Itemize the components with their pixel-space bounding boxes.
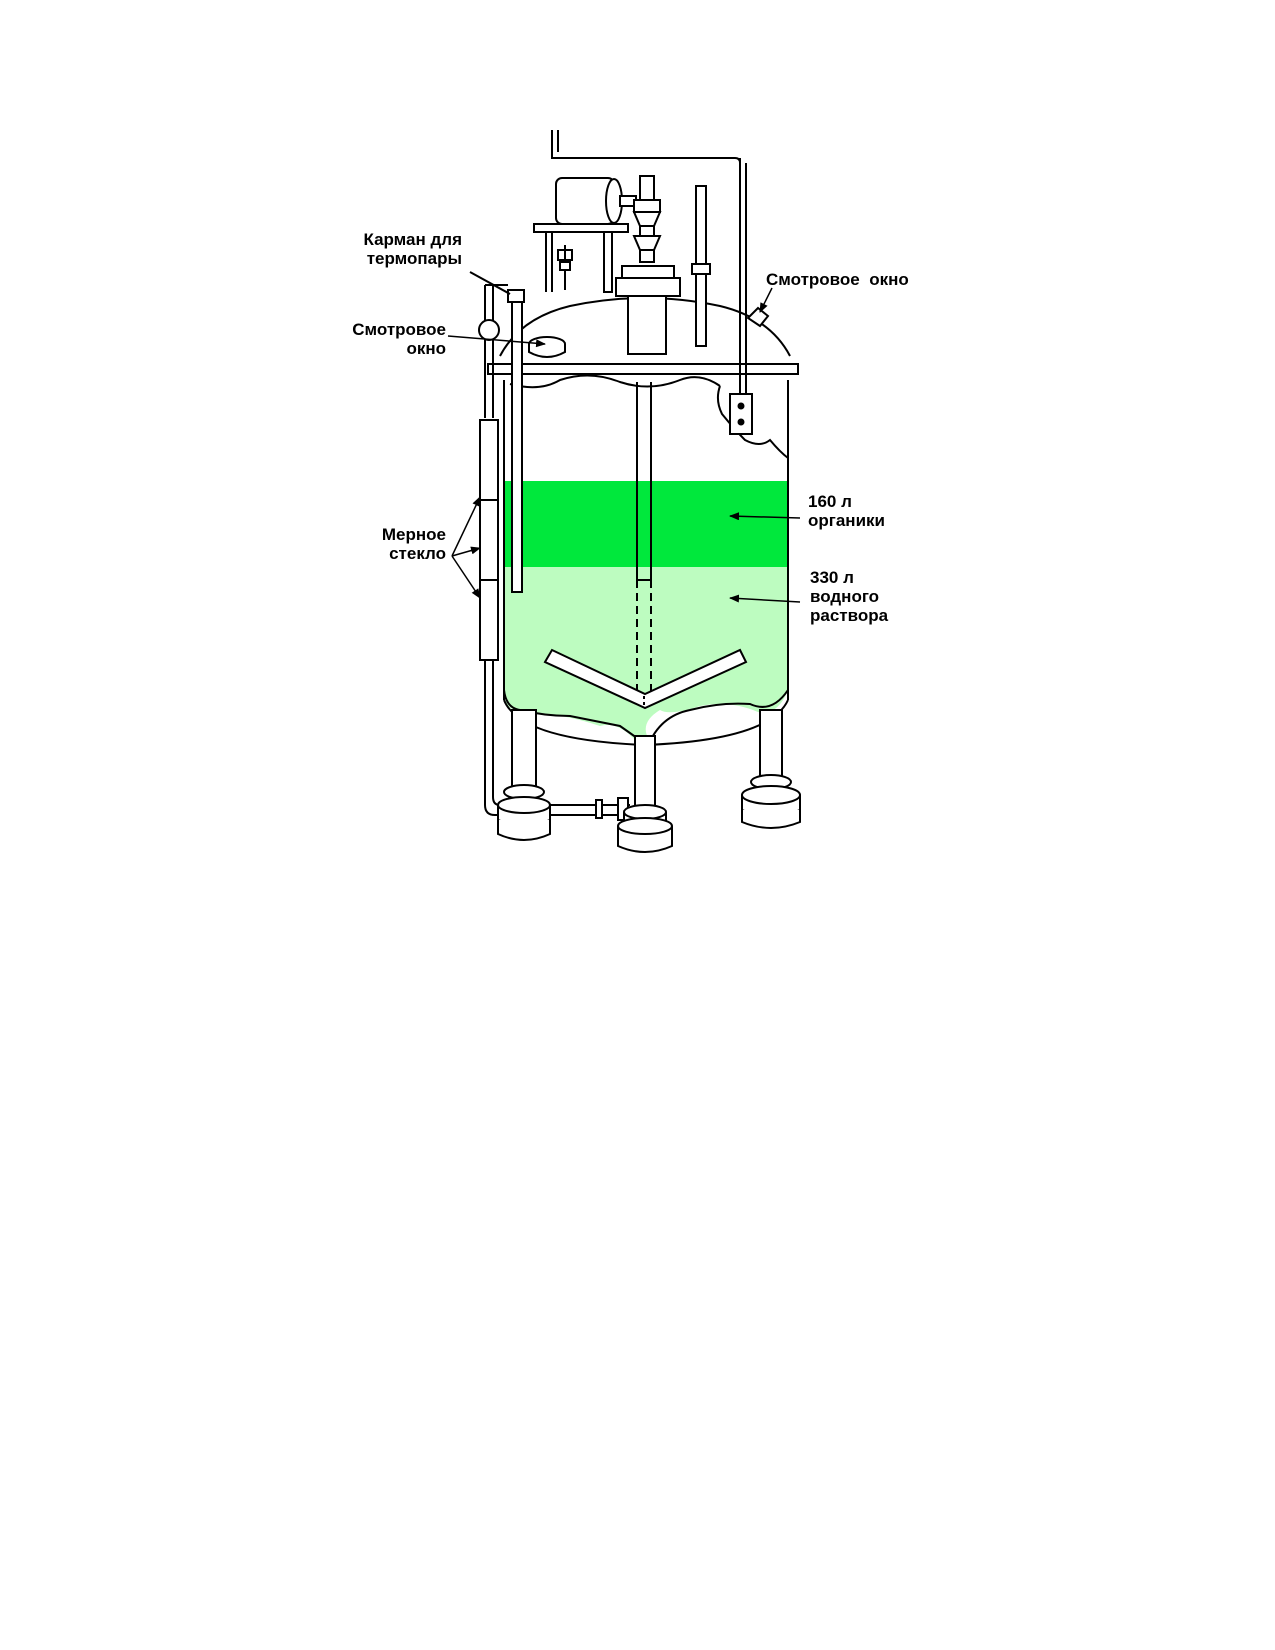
thermocouple-pocket-label: Карман для термопары — [332, 230, 462, 268]
gauge-glass-arrow-3 — [451, 555, 481, 599]
sight-window-left-arrow — [447, 335, 546, 348]
sight-window-left-label-line1: Смотровое — [352, 320, 446, 339]
junction-box — [729, 393, 753, 435]
vessel-legs — [497, 709, 801, 853]
aqueous-arrow — [729, 594, 801, 603]
label-arrows — [447, 287, 801, 603]
thermocouple-pocket-label-line1: Карман для — [363, 230, 462, 249]
aqueous-layer-label-line3: раствора — [810, 606, 889, 625]
gauge-glass-arrow-2 — [451, 546, 481, 557]
sight-window-right-arrow — [759, 287, 773, 313]
gauge-glass-label: Мерное стекло — [330, 525, 446, 563]
organic-layer-label-line1: 160 л — [808, 492, 852, 511]
sight-window-right-label: Смотровое окно — [766, 270, 909, 289]
organic-layer-label: 160 л органики — [808, 492, 885, 530]
liquid-layers — [504, 481, 788, 746]
thermocouple-pocket-label-line2: термопары — [366, 249, 462, 268]
aqueous-layer-label-line2: водного — [810, 587, 880, 606]
gauge-glass-arrow-1 — [451, 496, 481, 557]
gauge-glass-label-line2: стекло — [389, 544, 446, 563]
gauge-glass-label-line1: Мерное — [381, 525, 446, 544]
organic-layer-label-line2: органики — [808, 511, 885, 530]
organic-arrow — [729, 512, 801, 521]
aqueous-layer-label-line1: 330 л — [810, 568, 854, 587]
sight-window-right-label-text: Смотровое окно — [766, 270, 909, 289]
sight-window-left-label-line2: окно — [406, 339, 446, 358]
aqueous-layer — [504, 566, 788, 746]
thermocouple-pocket — [469, 271, 525, 593]
agitator — [543, 382, 748, 710]
sight-window-left-label: Смотровое окно — [316, 320, 446, 358]
top-equipment — [528, 130, 770, 435]
vessel-flange — [487, 363, 799, 375]
organic-layer — [504, 481, 788, 567]
aqueous-layer-label: 330 л водного раствора — [810, 568, 888, 625]
